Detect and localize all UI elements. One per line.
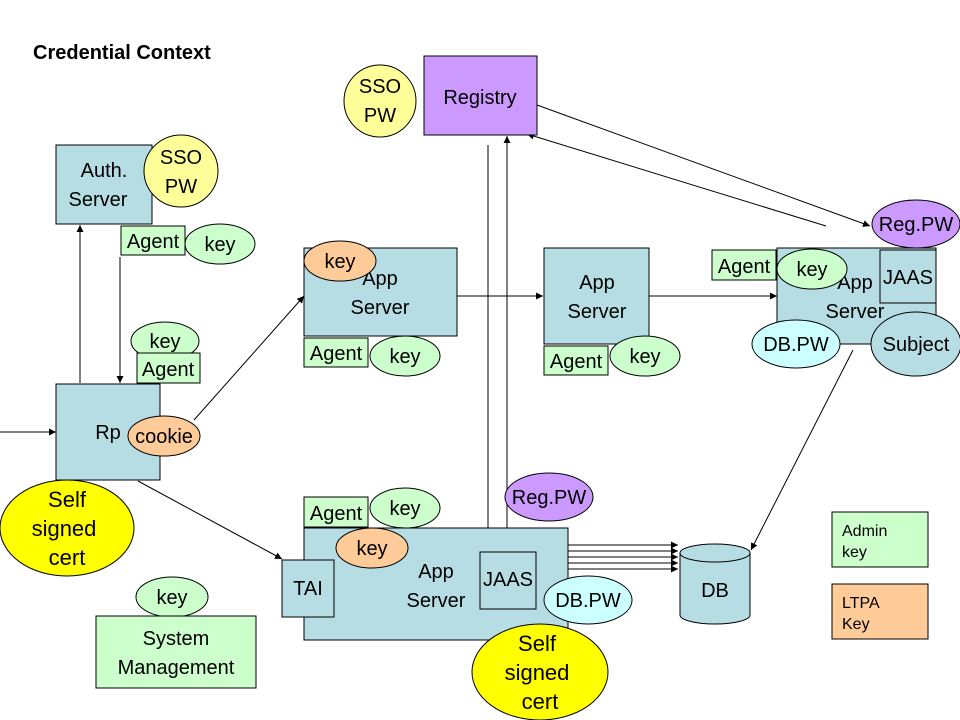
registry-node: Registry	[423, 55, 538, 136]
sso-pw-auth: SSO PW	[143, 134, 219, 208]
agent-app1-label: Agent	[310, 343, 363, 365]
agent-rp: Agent	[136, 352, 201, 384]
edge-app3-db	[750, 349, 854, 551]
reg-pw-bottom: Reg.PW	[504, 472, 594, 522]
db-pw-bottom: DB.PW	[543, 575, 633, 625]
reg-pw-bottom-label: Reg.PW	[512, 487, 587, 509]
sso-pw-registry: SSO PW	[343, 64, 417, 138]
key-sysmgmt-label: key	[156, 587, 187, 609]
app2-line1: App	[579, 272, 615, 294]
self-signed-cert-left: Self signed cert	[0, 479, 135, 577]
app3-line2: Server	[826, 301, 885, 323]
reg-pw-app3: Reg.PW	[871, 199, 960, 249]
sso-pw-registry-line2: PW	[364, 105, 396, 127]
subject-label: Subject	[883, 334, 950, 356]
self-cert-left-line1: Self	[48, 487, 87, 512]
edge-registry-app3	[536, 104, 871, 227]
diagram-title: Credential Context	[33, 42, 211, 64]
app-bottom-line2: Server	[407, 590, 466, 612]
key-rp: key	[130, 321, 200, 361]
key-app3-label: key	[796, 259, 827, 281]
key-ltpa-bottom-label: key	[356, 538, 387, 560]
app1-line2: Server	[351, 297, 410, 319]
sys-mgmt-line1: System	[143, 628, 210, 650]
tai-label: TAI	[293, 578, 323, 600]
auth-server-node: Auth. Server	[55, 144, 153, 225]
key-ltpa-bottom: key	[335, 527, 409, 569]
agent-auth: Agent	[120, 225, 186, 256]
reg-pw-app3-label: Reg.PW	[879, 214, 954, 236]
self-cert-left-line3: cert	[49, 545, 86, 570]
db-node: DB	[679, 543, 751, 625]
system-management-node: System Management	[95, 615, 257, 689]
key-sysmgmt: key	[135, 576, 209, 618]
key-app1: key	[369, 335, 441, 377]
agent-bottom-label: Agent	[310, 503, 363, 525]
db-label: DB	[701, 580, 729, 602]
jaas-bottom: JAAS	[479, 551, 537, 610]
edge-app3-registry	[526, 132, 827, 227]
rp-label: Rp	[95, 422, 121, 444]
key-app2: key	[609, 335, 681, 377]
db-pw-app3: DB.PW	[751, 319, 841, 369]
sso-pw-auth-line2: PW	[165, 176, 197, 198]
subject-node: Subject	[870, 311, 960, 377]
key-ltpa-app1-label: key	[324, 251, 355, 273]
tai-node: TAI	[281, 559, 335, 618]
legend-admin-key-line2: key	[842, 544, 867, 561]
cookie-label: cookie	[135, 426, 193, 448]
edge-rp-tai	[137, 480, 283, 560]
app-server-2: App Server	[543, 247, 650, 345]
key-app2-label: key	[629, 346, 660, 368]
legend-admin-key-line1: Admin	[842, 523, 887, 540]
agent-app3-label: Agent	[718, 256, 771, 278]
jaas-app3: JAAS	[879, 249, 937, 304]
app3-line1: App	[837, 272, 873, 294]
app2-line2: Server	[568, 301, 627, 323]
app1-line1: App	[362, 268, 398, 290]
cookie-ltpa: cookie	[127, 415, 201, 457]
self-cert-bottom-line3: cert	[522, 689, 559, 714]
db-pw-app3-label: DB.PW	[763, 334, 829, 356]
jaas-bottom-label: JAAS	[483, 569, 533, 591]
key-auth-label: key	[204, 234, 235, 256]
agent-app2-label: Agent	[550, 351, 603, 373]
jaas-app3-label: JAAS	[883, 267, 933, 289]
key-rp-label: key	[149, 331, 180, 353]
key-bottom-label: key	[389, 498, 420, 520]
self-cert-left-line2: signed	[32, 516, 97, 541]
sso-pw-registry-line1: SSO	[359, 76, 401, 98]
agent-rp-label: Agent	[142, 359, 195, 381]
agent-app3: Agent	[711, 249, 777, 281]
key-bottom: key	[369, 487, 441, 529]
key-app1-label: key	[389, 346, 420, 368]
rp-node: Rp	[55, 383, 161, 481]
sso-pw-auth-line1: SSO	[160, 147, 202, 169]
legend-ltpa-key: LTPA Key	[831, 583, 929, 640]
key-auth: key	[184, 223, 256, 265]
sys-mgmt-line2: Management	[118, 657, 235, 679]
legend-ltpa-key-line2: Key	[842, 616, 870, 633]
agent-bottom: Agent	[303, 496, 369, 528]
agent-app2: Agent	[543, 345, 609, 376]
agent-app1: Agent	[303, 337, 369, 368]
self-signed-cert-bottom: Self signed cert	[471, 623, 609, 720]
agent-auth-label: Agent	[127, 231, 180, 253]
key-app3: key	[776, 248, 848, 290]
db-pw-bottom-label: DB.PW	[555, 590, 621, 612]
legend-ltpa-key-line1: LTPA	[842, 595, 880, 612]
self-cert-bottom-line1: Self	[518, 631, 557, 656]
legend-admin-key: Admin key	[831, 511, 929, 568]
registry-label: Registry	[443, 87, 516, 109]
app-bottom-line1: App	[418, 561, 454, 583]
key-ltpa-app1: key	[303, 240, 377, 282]
auth-server-line1: Auth.	[81, 160, 128, 182]
self-cert-bottom-line2: signed	[505, 660, 570, 685]
edge-rp-app1	[193, 295, 305, 421]
auth-server-line2: Server	[69, 189, 128, 211]
